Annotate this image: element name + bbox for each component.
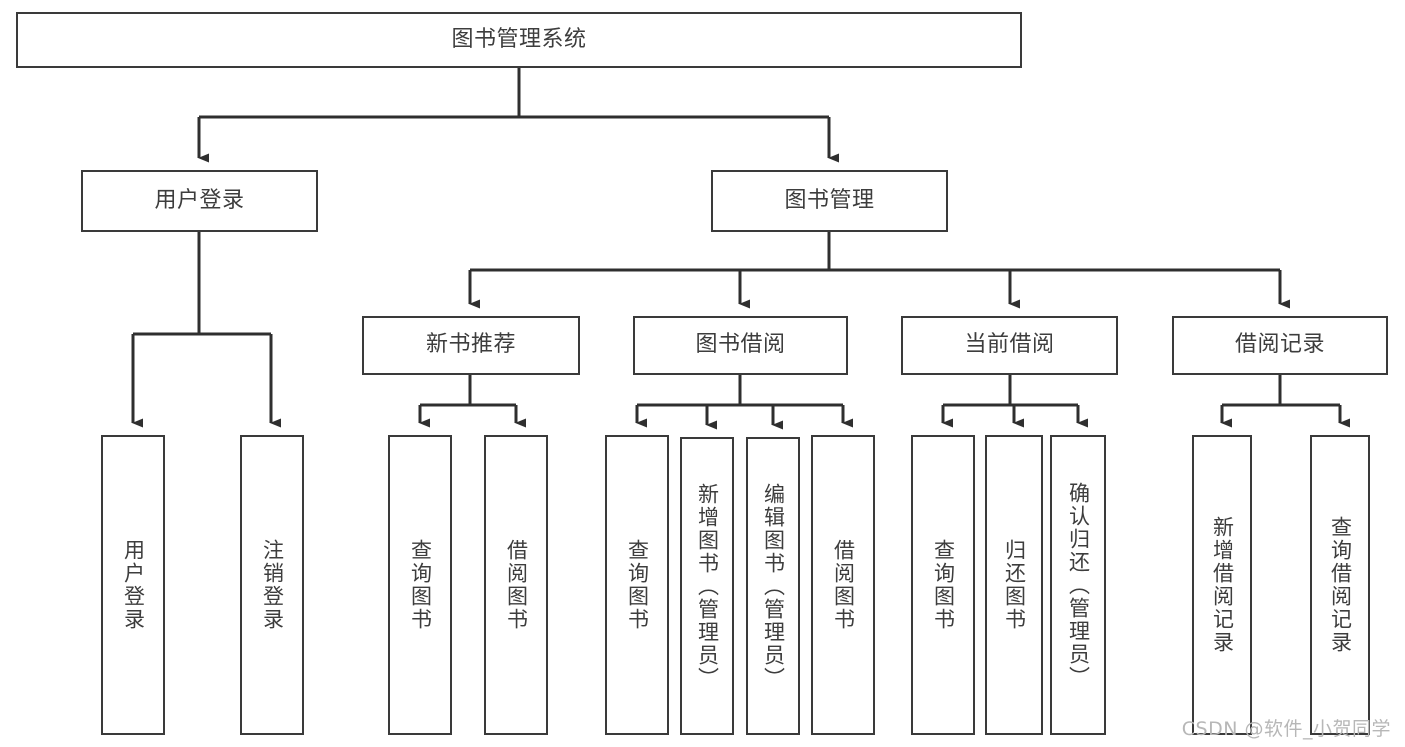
leaf-add-borrow-record[interactable]: 新增借阅记录 (1192, 435, 1252, 735)
node-current-borrow[interactable]: 当前借阅 (901, 316, 1118, 375)
leaf-query-book-current[interactable]: 查询图书 (911, 435, 975, 735)
node-book-borrow[interactable]: 图书借阅 (633, 316, 848, 375)
node-label: 新增借阅记录 (1210, 516, 1235, 654)
node-label: 图书借阅 (695, 332, 786, 358)
node-label: 查询图书 (931, 539, 956, 631)
node-label: 用户登录 (121, 539, 146, 631)
node-label: 确认归还（管理员） (1066, 481, 1091, 689)
node-label: 归还图书 (1002, 539, 1027, 631)
leaf-logout[interactable]: 注销登录 (240, 435, 304, 735)
node-label: 当前借阅 (964, 332, 1055, 358)
leaf-query-book-borrow[interactable]: 查询图书 (605, 435, 669, 735)
node-borrow-record[interactable]: 借阅记录 (1172, 316, 1388, 375)
node-label: 编辑图书（管理员） (761, 482, 786, 690)
leaf-return-book[interactable]: 归还图书 (985, 435, 1043, 735)
node-root-system[interactable]: 图书管理系统 (16, 12, 1022, 68)
node-label: 图书管理系统 (451, 26, 587, 52)
node-book-management[interactable]: 图书管理 (711, 170, 948, 232)
node-label: 查询图书 (625, 539, 650, 631)
node-label: 图书管理 (784, 187, 875, 213)
node-label: 新增图书（管理员） (695, 482, 720, 690)
node-label: 新书推荐 (425, 332, 516, 358)
node-label: 用户登录 (154, 187, 245, 213)
leaf-borrow-book-recommendation[interactable]: 借阅图书 (484, 435, 548, 735)
node-label: 借阅记录 (1234, 332, 1325, 358)
leaf-confirm-return-admin[interactable]: 确认归还（管理员） (1050, 435, 1106, 735)
leaf-query-book-recommendation[interactable]: 查询图书 (388, 435, 452, 735)
node-user-login[interactable]: 用户登录 (81, 170, 318, 232)
node-label: 查询借阅记录 (1328, 516, 1353, 654)
leaf-add-book-admin[interactable]: 新增图书（管理员） (680, 437, 734, 735)
node-new-book-recommendation[interactable]: 新书推荐 (362, 316, 580, 375)
leaf-edit-book-admin[interactable]: 编辑图书（管理员） (746, 437, 800, 735)
node-label: 查询图书 (408, 539, 433, 631)
leaf-borrow-book-borrow[interactable]: 借阅图书 (811, 435, 875, 735)
node-label: 借阅图书 (831, 539, 856, 631)
node-label: 借阅图书 (504, 539, 529, 631)
leaf-user-login[interactable]: 用户登录 (101, 435, 165, 735)
node-label: 注销登录 (260, 539, 285, 631)
leaf-query-borrow-record[interactable]: 查询借阅记录 (1310, 435, 1370, 735)
